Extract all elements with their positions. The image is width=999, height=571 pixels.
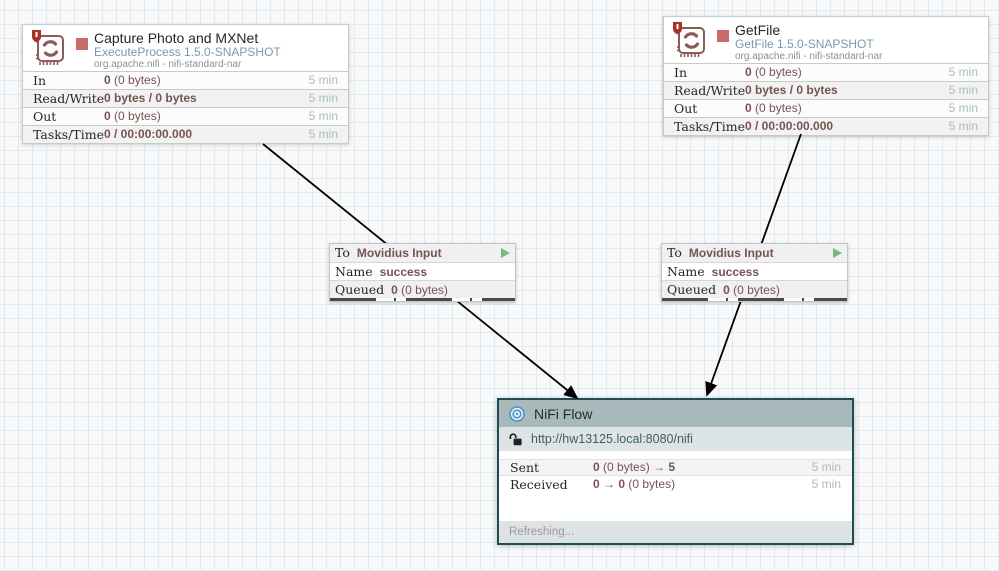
processor-icon bbox=[30, 29, 68, 69]
stat-row-read-write: Read/Write 0 bytes / 0 bytes 5 min bbox=[23, 89, 348, 107]
stopped-icon bbox=[717, 30, 729, 42]
stat-row-out: Out 0 (0 bytes) 5 min bbox=[23, 107, 348, 125]
connection-destination: Movidius Input bbox=[688, 246, 774, 260]
go-to-destination-icon[interactable] bbox=[833, 248, 842, 258]
processor-bundle: org.apache.nifi - nifi-standard-nar bbox=[94, 59, 242, 70]
connection-label-success-1[interactable]: To Movidius Input Name success Queued 0 … bbox=[329, 243, 516, 302]
stopped-icon bbox=[76, 38, 88, 50]
processor-bundle: org.apache.nifi - nifi-standard-nar bbox=[735, 51, 883, 62]
queued-count: 0 (0 bytes) bbox=[391, 282, 448, 297]
processor-name: Capture Photo and MXNet bbox=[94, 30, 259, 46]
stat-row-tasks-time: Tasks/Time 0 / 00:00:00.000 5 min bbox=[664, 117, 988, 135]
connection-name-row: Name success bbox=[330, 262, 515, 280]
connection-queued-row: Queued 0 (0 bytes) bbox=[662, 280, 847, 298]
connection-name-row: Name success bbox=[662, 262, 847, 280]
stat-row-tasks-time: Tasks/Time 0 / 00:00:00.000 5 min bbox=[23, 125, 348, 143]
stat-row-in: In 0 (0 bytes) 5 min bbox=[23, 71, 348, 89]
go-to-destination-icon[interactable] bbox=[501, 248, 510, 258]
connection-label-success-2[interactable]: To Movidius Input Name success Queued 0 … bbox=[661, 243, 848, 302]
stat-row-received: Received 0 → 0 (0 bytes) 5 min bbox=[510, 477, 841, 492]
processor-getfile[interactable]: GetFile GetFile 1.5.0-SNAPSHOT org.apach… bbox=[663, 16, 989, 136]
stat-row-read-write: Read/Write 0 bytes / 0 bytes 5 min bbox=[664, 81, 988, 99]
remote-process-group-icon bbox=[509, 405, 525, 422]
queued-count: 0 (0 bytes) bbox=[723, 282, 780, 297]
processor-icon bbox=[671, 21, 709, 61]
refresh-status: Refreshing... bbox=[499, 521, 852, 543]
processor-type: GetFile 1.5.0-SNAPSHOT bbox=[735, 37, 874, 51]
stat-row-out: Out 0 (0 bytes) 5 min bbox=[664, 99, 988, 117]
processor-header: GetFile GetFile 1.5.0-SNAPSHOT org.apach… bbox=[664, 17, 988, 63]
stat-row-in: In 0 (0 bytes) 5 min bbox=[664, 63, 988, 81]
processor-capture-photo-and-mxnet[interactable]: Capture Photo and MXNet ExecuteProcess 1… bbox=[22, 24, 349, 144]
unlocked-padlock-icon bbox=[509, 432, 523, 446]
remote-target-url[interactable]: http://hw13125.local:8080/nifi bbox=[531, 432, 693, 446]
connection-destination: Movidius Input bbox=[356, 246, 442, 260]
connection-to-row: To Movidius Input bbox=[662, 244, 847, 262]
processor-type: ExecuteProcess 1.5.0-SNAPSHOT bbox=[94, 45, 281, 59]
processor-header: Capture Photo and MXNet ExecuteProcess 1… bbox=[23, 25, 348, 71]
remote-process-group-title: NiFi Flow bbox=[534, 405, 593, 422]
relationship-name: success bbox=[379, 264, 428, 279]
relationship-name: success bbox=[711, 264, 760, 279]
stat-row-sent: Sent 0 (0 bytes) → 5 5 min bbox=[499, 459, 852, 476]
connection-to-row: To Movidius Input bbox=[330, 244, 515, 262]
processor-name: GetFile bbox=[735, 22, 781, 38]
connection-queued-row: Queued 0 (0 bytes) bbox=[330, 280, 515, 298]
remote-process-group-header: NiFi Flow bbox=[499, 400, 852, 427]
remote-process-group-nifi-flow[interactable]: NiFi Flow http://hw13125.local:8080/nifi… bbox=[497, 398, 854, 545]
remote-url-row: http://hw13125.local:8080/nifi bbox=[499, 427, 852, 451]
